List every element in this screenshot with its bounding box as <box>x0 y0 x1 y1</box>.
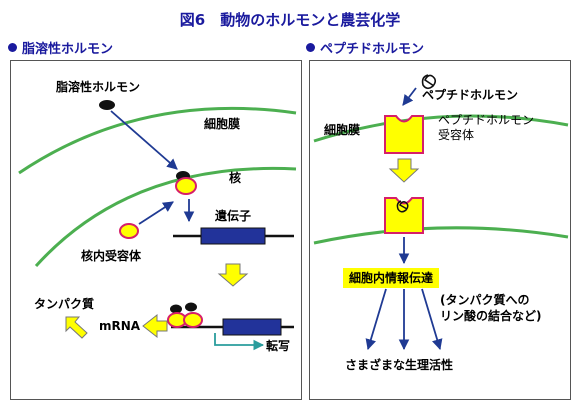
gene-label: 遺伝子 <box>215 209 252 223</box>
lipid-hormone-diagram <box>18 100 297 351</box>
bound-peptide-receptor <box>384 197 424 234</box>
note-line2: リン酸の結合など) <box>440 309 542 323</box>
peptide-hormone-label: ペプチドホルモン <box>422 88 519 102</box>
down-block-arrow <box>217 263 249 287</box>
nuclear-receptor <box>119 223 139 239</box>
receptor-label-line2: 受容体 <box>438 128 475 142</box>
output-arrow-3 <box>421 288 443 351</box>
transcription-arrow <box>214 333 265 351</box>
peptide-hormone-diagram <box>313 74 569 351</box>
result-label: さまざまな生理活性 <box>345 358 454 372</box>
left-heading: 脂溶性ホルモン <box>8 38 113 57</box>
peptide-hormone-icon <box>421 74 437 90</box>
receptor-arrow <box>138 201 174 225</box>
bullet-icon <box>306 43 315 52</box>
gene-block-2 <box>222 318 282 336</box>
signal-transduction-box: 細胞内情報伝達 <box>343 268 440 288</box>
note-line1: (タンパク質への <box>440 293 530 307</box>
mrna-block-arrow <box>142 313 168 339</box>
mrna-label: mRNA <box>99 319 141 333</box>
complex-receptor-2 <box>183 312 203 328</box>
output-arrow-1 <box>365 288 387 351</box>
entry-arrow <box>110 110 178 170</box>
left-heading-text: 脂溶性ホルモン <box>22 42 114 57</box>
complex-hormone-1 <box>170 304 182 314</box>
complex-hormone-2 <box>185 302 197 312</box>
gene-block <box>200 227 266 245</box>
protein-block-arrow <box>65 316 88 339</box>
cell-membrane <box>18 106 297 175</box>
peptide-hormone-panel: ペプチドホルモン 細胞膜 ペプチドホルモン 受容体 細胞内情報伝達 (タンパク質… <box>309 60 571 400</box>
right-heading: ペプチドホルモン <box>306 38 424 57</box>
bound-peptide-icon <box>396 200 409 213</box>
cell-membrane-top <box>313 114 569 143</box>
receptor-label: 核内受容体 <box>81 249 142 263</box>
figure-title: 図6 動物のホルモンと農芸化学 <box>179 11 401 29</box>
bullet-icon <box>8 43 17 52</box>
nuclear-membrane <box>34 166 297 268</box>
receptor-label-line1: ペプチドホルモン <box>438 113 535 127</box>
hormone-label: 脂溶性ホルモン <box>56 80 141 94</box>
peptide-entry-arrow <box>402 87 417 106</box>
signal-block-arrow <box>388 158 420 183</box>
nucleus-label: 核 <box>229 171 242 185</box>
right-membrane-label: 細胞膜 <box>324 123 361 137</box>
transcription-label: 転写 <box>266 339 291 353</box>
cell-membrane-bottom <box>313 226 569 245</box>
membrane-label: 細胞膜 <box>204 117 241 131</box>
right-heading-text: ペプチドホルモン <box>320 42 425 57</box>
hormone-molecule <box>99 100 115 110</box>
protein-label: タンパク質 <box>34 297 95 311</box>
peptide-receptor <box>384 115 424 154</box>
lipid-hormone-panel: 脂溶性ホルモン 細胞膜 核 遺伝子 核内受容体 タンパク質 mRNA 転写 <box>10 60 302 400</box>
bound-receptor <box>175 177 197 195</box>
